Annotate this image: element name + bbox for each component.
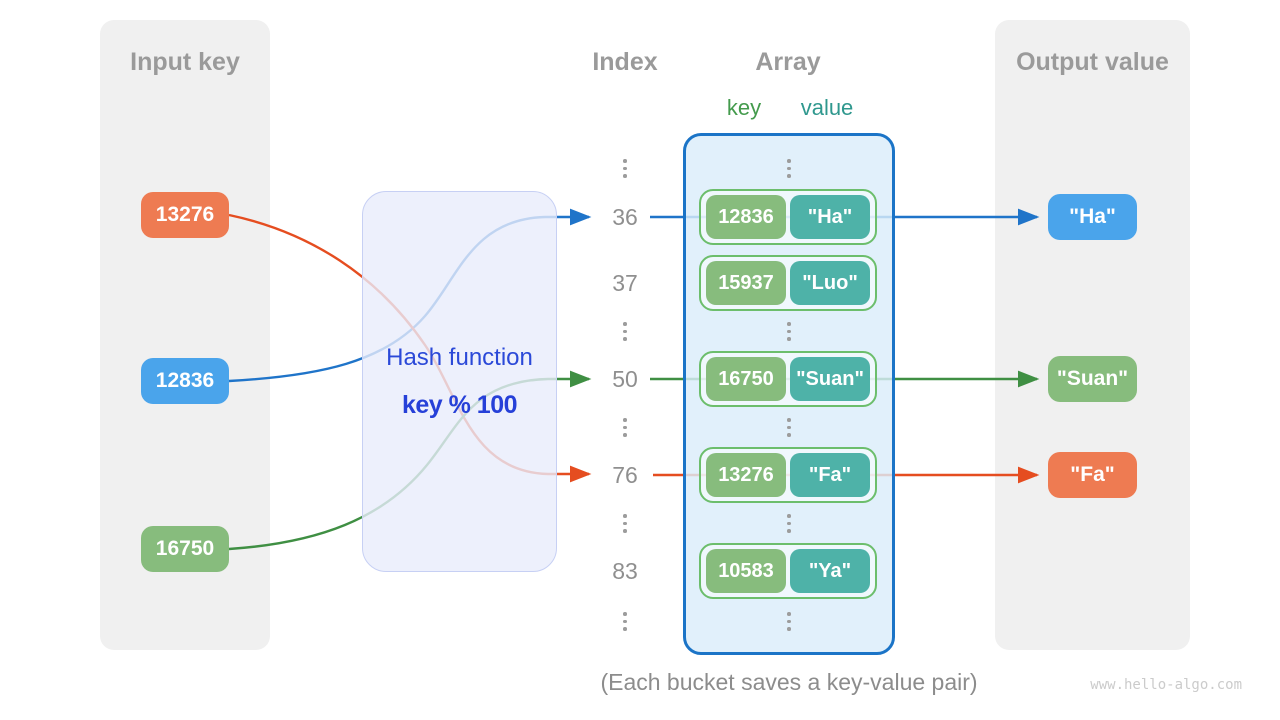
bucket-value: "Luo" — [790, 261, 870, 305]
index-50: 50 — [612, 366, 638, 392]
bucket-key: 16750 — [706, 357, 786, 401]
input-key-12836: 12836 — [141, 358, 229, 404]
bucket-key: 10583 — [706, 549, 786, 593]
value-column-header: value — [800, 95, 854, 120]
bucket-value: "Suan" — [790, 357, 870, 401]
index-header: Index — [592, 48, 658, 76]
output-value-suan: "Suan" — [1048, 356, 1137, 402]
watermark: www.hello-algo.com — [1090, 677, 1242, 693]
index-36: 36 — [612, 204, 638, 230]
ellipsis-icon — [621, 612, 629, 631]
index-83: 83 — [612, 558, 638, 584]
ellipsis-icon — [621, 322, 629, 341]
ellipsis-icon — [785, 612, 793, 631]
bucket-76: 13276 "Fa" — [699, 447, 877, 503]
key-column-header: key — [726, 95, 762, 120]
ellipsis-icon — [785, 514, 793, 533]
bucket-50: 16750 "Suan" — [699, 351, 877, 407]
ellipsis-icon — [621, 418, 629, 437]
hash-formula: key % 100 — [401, 391, 518, 419]
input-key-title: Input key — [130, 48, 240, 76]
input-key-16750: 16750 — [141, 526, 229, 572]
ellipsis-icon — [621, 159, 629, 178]
bucket-83: 10583 "Ya" — [699, 543, 877, 599]
hash-function-box: Hash function key % 100 — [362, 191, 557, 572]
ellipsis-icon — [621, 514, 629, 533]
ellipsis-icon — [785, 322, 793, 341]
input-key-13276: 13276 — [141, 192, 229, 238]
bucket-key: 13276 — [706, 453, 786, 497]
bucket-key: 12836 — [706, 195, 786, 239]
bucket-key: 15937 — [706, 261, 786, 305]
array-header: Array — [755, 48, 821, 76]
output-value-title: Output value — [1016, 48, 1169, 76]
bucket-value: "Fa" — [790, 453, 870, 497]
caption: (Each bucket saves a key-value pair) — [600, 669, 978, 695]
ellipsis-icon — [785, 418, 793, 437]
index-76: 76 — [612, 462, 638, 488]
ellipsis-icon — [785, 159, 793, 178]
output-value-fa: "Fa" — [1048, 452, 1137, 498]
bucket-36: 12836 "Ha" — [699, 189, 877, 245]
index-37: 37 — [612, 270, 638, 296]
hash-function-label: Hash function — [386, 344, 533, 371]
bucket-value: "Ya" — [790, 549, 870, 593]
bucket-value: "Ha" — [790, 195, 870, 239]
output-value-ha: "Ha" — [1048, 194, 1137, 240]
output-value-panel: Output value — [995, 20, 1190, 650]
bucket-37: 15937 "Luo" — [699, 255, 877, 311]
